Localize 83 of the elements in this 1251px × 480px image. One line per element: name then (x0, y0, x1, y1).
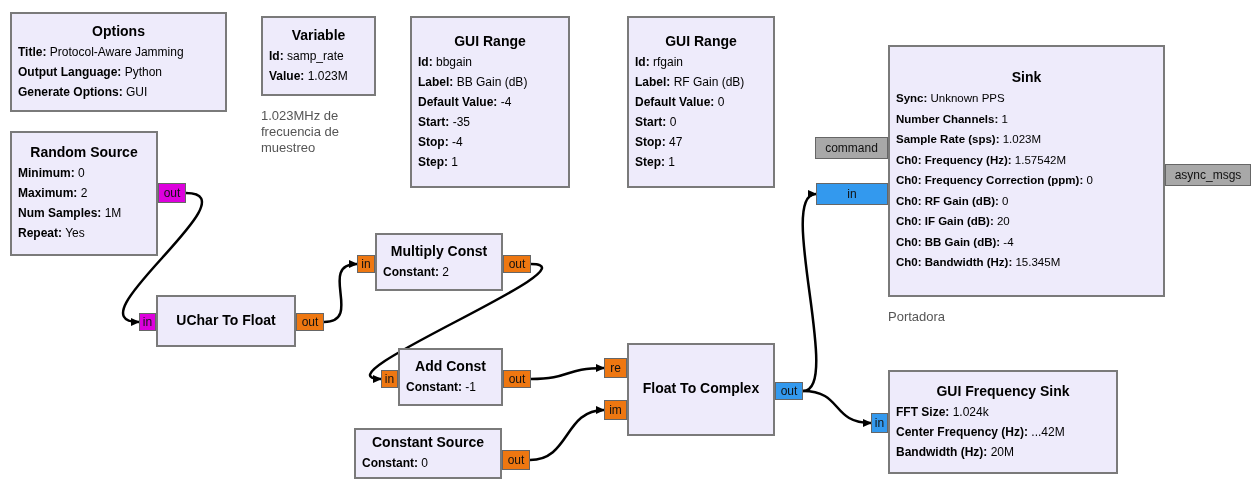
port-tab: command (815, 137, 888, 159)
parameter-text: Label: RF Gain (dB) (635, 73, 746, 91)
parameter-text: Stop: -4 (418, 133, 464, 151)
parameter-text: Step: 1 (635, 153, 676, 171)
parameter-text: Bandwidth (Hz): 20M (896, 443, 1015, 461)
port-tab: in (381, 370, 398, 388)
port-tab: out (503, 255, 531, 273)
parameter-text: Id: samp_rate (269, 47, 345, 65)
connector-arrow (529, 406, 605, 462)
note-text: Portadora (888, 309, 947, 325)
parameter-text: Ch0: Frequency (Hz): 1.57542M (896, 152, 1067, 168)
block-box (398, 348, 503, 406)
parameter-text: Default Value: 0 (635, 93, 726, 111)
connector-arrow (369, 262, 543, 382)
parameter-text: Ch0: RF Gain (dB): 0 (896, 193, 1010, 209)
block-box (375, 233, 503, 291)
block-box (627, 16, 775, 188)
block-title: Random Source (29, 144, 139, 160)
parameter-text: Constant: 0 (362, 455, 429, 472)
parameter-text: Repeat: Yes (18, 225, 86, 242)
parameter-text: Start: 0 (635, 113, 678, 131)
block-title: Add Const (414, 357, 487, 374)
parameter-text: Ch0: Frequency Correction (ppm): 0 (896, 173, 1094, 189)
parameter-text: Label: BB Gain (dB) (418, 73, 529, 91)
note-text: 1.023MHz de frecuencia de muestreo (261, 108, 341, 156)
parameter-text: Constant: -1 (406, 378, 477, 396)
port-tab: out (502, 450, 530, 470)
block-box (888, 45, 1165, 297)
block-box (888, 370, 1118, 474)
block-title: Variable (290, 26, 347, 43)
block-title: Sink (1010, 69, 1043, 86)
port-tab: out (158, 183, 186, 203)
connector-arrow (802, 389, 872, 427)
parameter-text: Value: 1.023M (269, 67, 349, 85)
port-tab: in (139, 313, 156, 331)
parameter-text: Number Channels: 1 (896, 111, 1009, 127)
parameter-text: Id: bbgain (418, 53, 474, 71)
block-title: UChar To Float (175, 311, 277, 328)
parameter-text: Num Samples: 1M (18, 205, 123, 222)
parameter-text: Step: 1 (418, 153, 459, 171)
block-title: Multiply Const (389, 242, 489, 259)
parameter-text: Default Value: -4 (418, 93, 513, 111)
port-tab: re (604, 358, 627, 378)
parameter-text: Title: Protocol-Aware Jamming (18, 43, 185, 61)
block-box (261, 16, 376, 96)
parameter-text: Stop: 47 (635, 133, 684, 151)
parameter-text: Start: -35 (418, 113, 472, 131)
port-tab: async_msgs (1165, 164, 1251, 186)
block-title: GUI Range (453, 32, 527, 49)
parameter-text: Id: rfgain (635, 53, 685, 71)
parameter-text: Output Language: Python (18, 63, 164, 81)
block-title: GUI Frequency Sink (935, 382, 1071, 399)
block-title: GUI Range (664, 32, 738, 49)
block-box (410, 16, 570, 188)
connector-arrow (530, 364, 605, 381)
connector-arrow (801, 192, 818, 393)
block-box (156, 295, 296, 347)
parameter-text: Sync: Unknown PPS (896, 91, 1006, 107)
parameter-text: Generate Options: GUI (18, 83, 149, 101)
port-tab: in (816, 183, 888, 205)
block-box (627, 343, 775, 436)
parameter-text: Ch0: Bandwidth (Hz): 15.345M (896, 255, 1062, 271)
block-title: Options (91, 22, 146, 39)
parameter-text: Sample Rate (sps): 1.023M (896, 132, 1043, 148)
block-box (354, 428, 502, 479)
parameter-text: Constant: 2 (383, 263, 450, 281)
port-tab: in (871, 413, 888, 433)
block-box (10, 131, 158, 256)
parameter-text: FFT Size: 1.024k (896, 403, 990, 421)
block-title: Float To Complex (641, 380, 761, 396)
port-tab: out (775, 382, 803, 400)
parameter-text: Maximum: 2 (18, 185, 89, 202)
block-title: Constant Source (371, 434, 485, 450)
block-box (10, 12, 227, 112)
port-tab: in (357, 255, 375, 273)
parameter-text: Ch0: IF Gain (dB): 20 (896, 214, 1011, 230)
port-tab: im (604, 400, 627, 420)
parameter-text: Center Frequency (Hz): ...42M (896, 423, 1066, 441)
port-tab: out (503, 370, 531, 388)
parameter-text: Ch0: BB Gain (dB): -4 (896, 234, 1015, 250)
port-tab: out (296, 313, 324, 331)
connector-arrow (121, 191, 204, 325)
parameter-text: Minimum: 0 (18, 165, 86, 182)
